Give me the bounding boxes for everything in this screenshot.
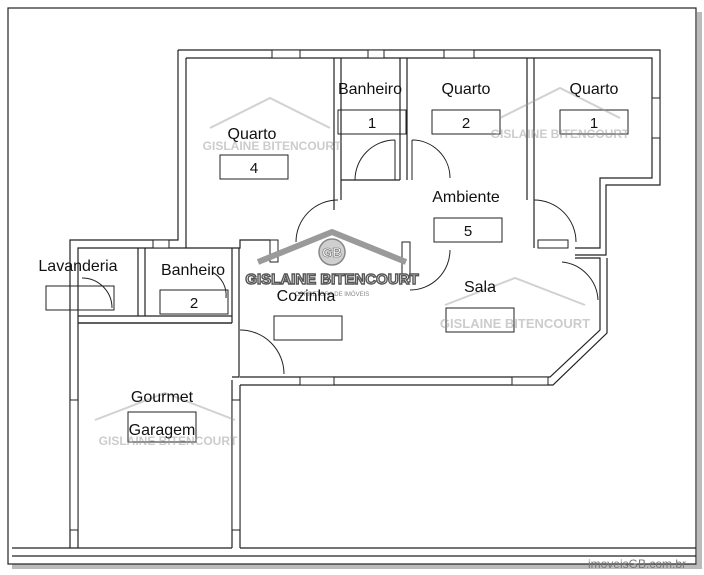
room-banheiro2-number: 2 (190, 295, 198, 312)
label-boxes (45, 109, 629, 443)
room-quarto1-number: 1 (590, 115, 598, 132)
watermark-name: GISLAINE BITENCOURT (99, 434, 238, 448)
room-cozinha-label: Cozinha (277, 288, 336, 305)
room-quarto1-label: Quarto (570, 81, 619, 98)
center-logo: GB GISLAINE BITENCOURT CORRETORA DE IMÓV… (245, 229, 419, 298)
room-banheiro2-label: Banheiro (161, 262, 225, 279)
room-banheiro1-number: 1 (368, 115, 376, 132)
walls (12, 49, 696, 557)
room-quarto2-number: 2 (462, 115, 470, 132)
windows (69, 49, 661, 531)
room-ambiente-number: 5 (464, 223, 472, 240)
room-ambiente-label: Ambiente (432, 189, 500, 206)
doors (81, 139, 599, 375)
logo-initials: GB (322, 245, 342, 260)
room-banheiro1-label: Banheiro (338, 81, 402, 98)
watermark-name: GISLAINE BITENCOURT (203, 139, 342, 153)
watermark (94, 86, 621, 421)
room-quarto4-number: 4 (250, 160, 258, 177)
room-quarto2-label: Quarto (442, 81, 491, 98)
room-quarto4-label: Quarto (228, 126, 277, 143)
logo-name: GISLAINE BITENCOURT (245, 271, 418, 288)
room-sala-label: Sala (464, 279, 496, 296)
room-lavanderia-label: Lavanderia (38, 258, 117, 275)
watermark-name: GISLAINE BITENCOURT (440, 316, 590, 331)
room-gourmet-label: Gourmet (131, 389, 194, 406)
frame (7, 7, 702, 569)
footer-url: imoveisGB.com.br (587, 557, 686, 571)
room-garagem-label: Garagem (129, 422, 196, 439)
logo-tagline: CORRETORA DE IMÓVEIS (295, 291, 370, 298)
watermark-name: GISLAINE BITENCOURT (491, 127, 630, 141)
